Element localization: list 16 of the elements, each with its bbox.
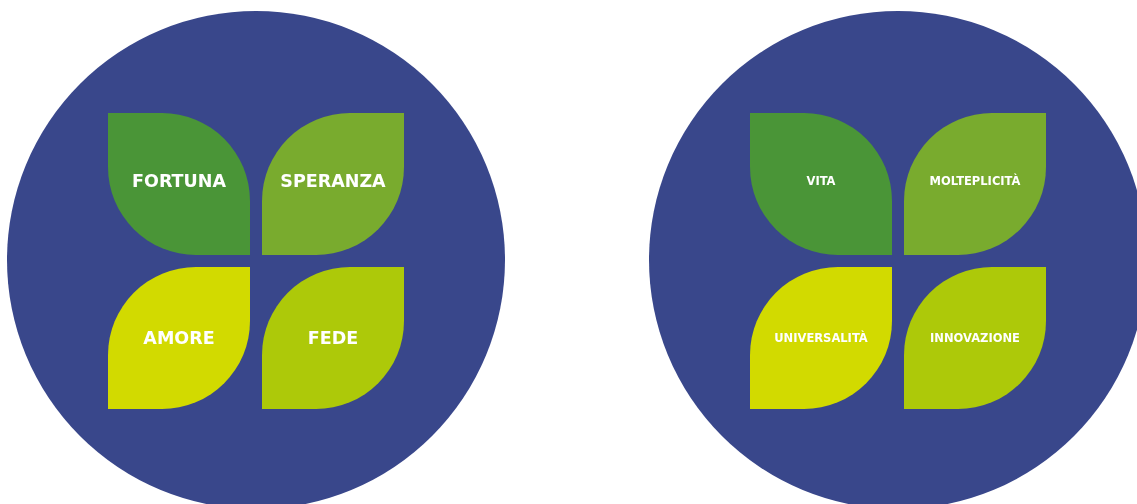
leaf-label: MOLTEPLICITÀ — [929, 174, 1021, 188]
leaf-label: INNOVAZIONE — [930, 331, 1020, 345]
leaf-label: SPERANZA — [280, 171, 386, 191]
leaf-shape — [750, 113, 892, 255]
leaf-shape — [904, 113, 1046, 255]
leaf-label: UNIVERSALITÀ — [774, 331, 868, 345]
leaf-shape — [262, 267, 404, 409]
leaf-label: VITA — [806, 174, 836, 188]
leaf-shape — [750, 267, 892, 409]
leaf-label: FORTUNA — [132, 171, 226, 191]
leaf-shape — [262, 113, 404, 255]
leaf-label: AMORE — [143, 328, 215, 348]
leaf-shape — [108, 267, 250, 409]
leaf-shape — [904, 267, 1046, 409]
leaf-label: FEDE — [307, 328, 359, 348]
leaf-shape — [108, 113, 250, 255]
